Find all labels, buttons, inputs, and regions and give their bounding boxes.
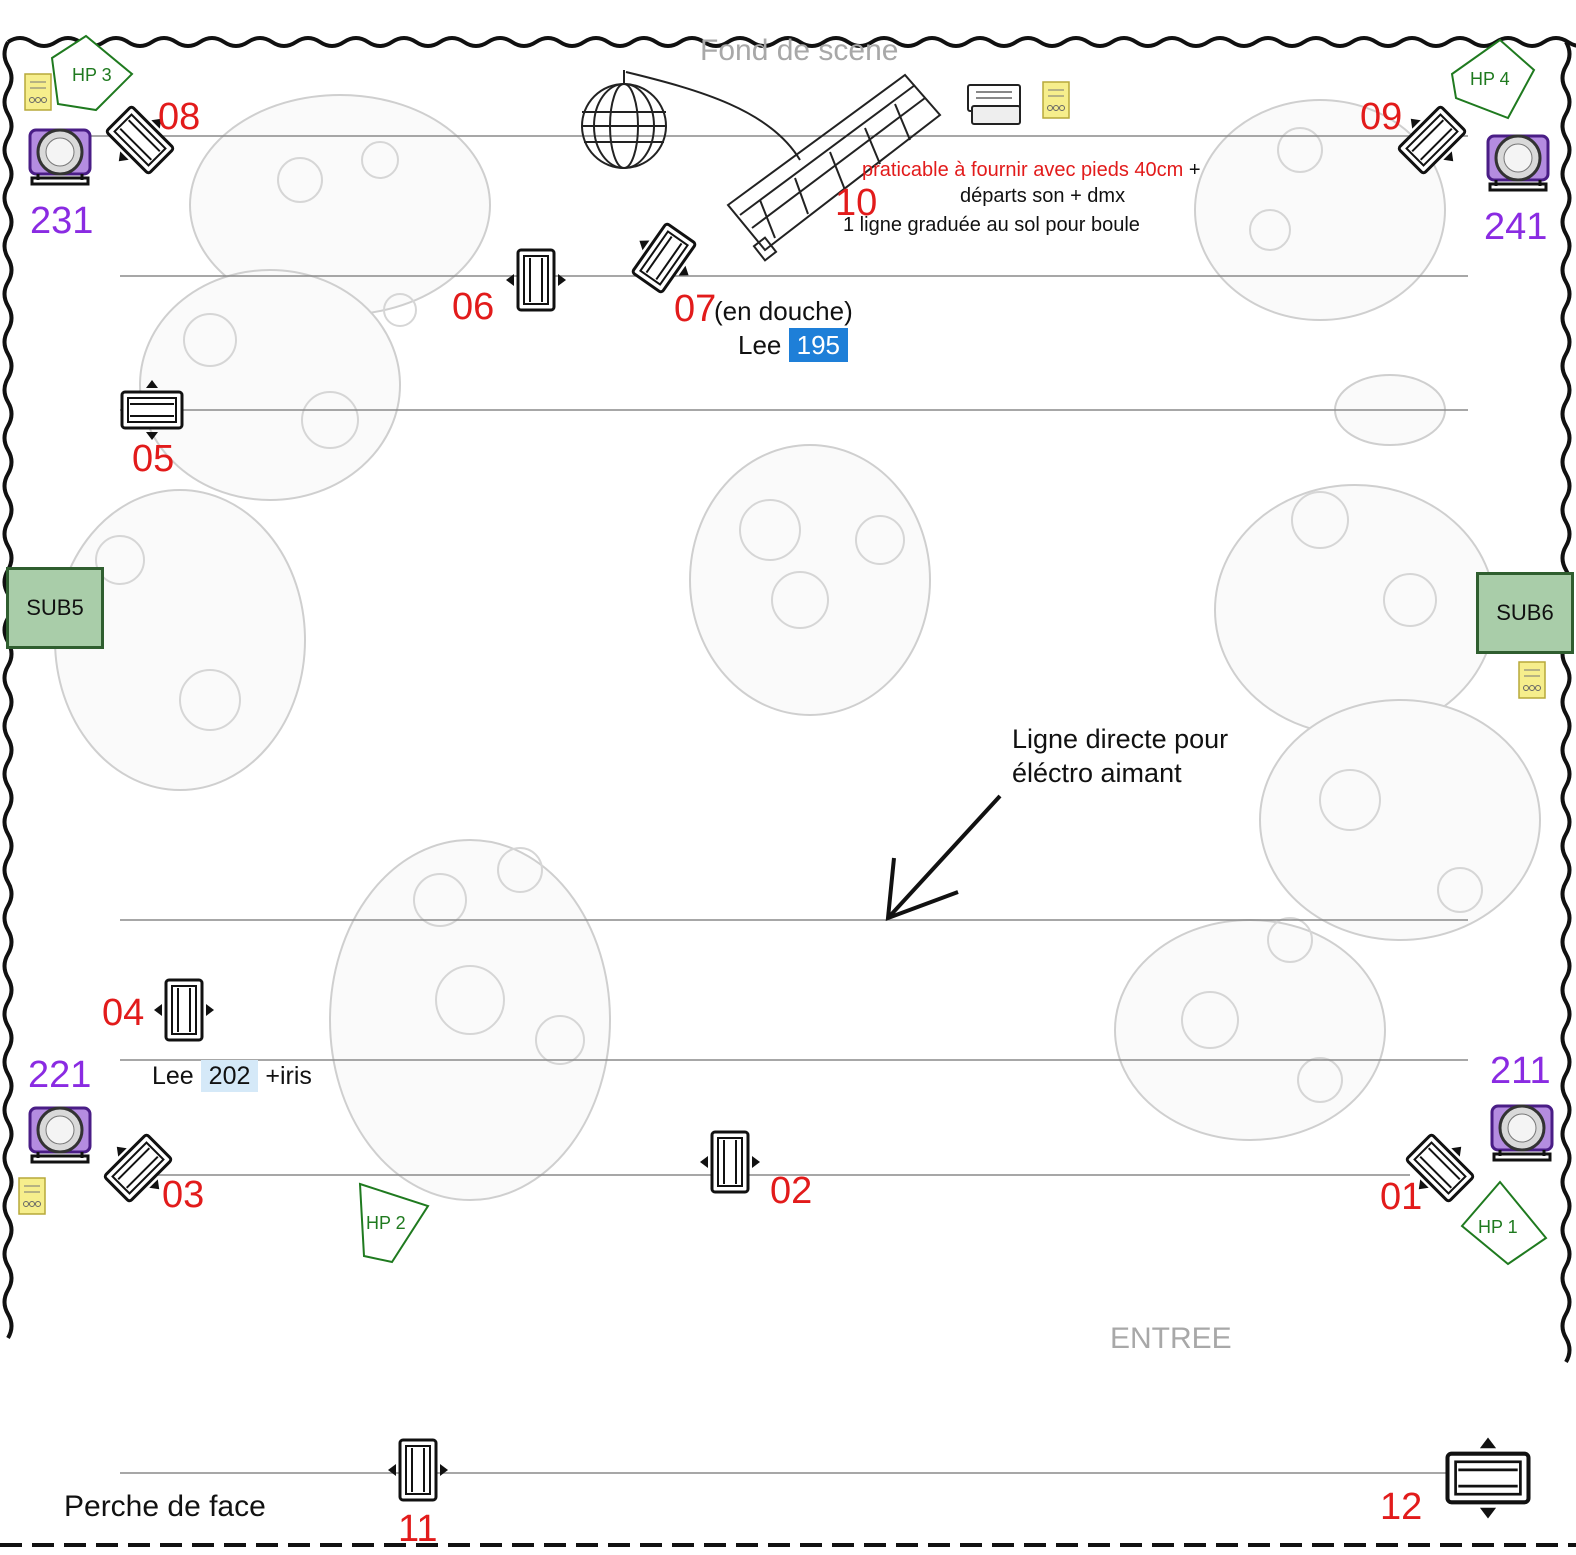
- dmx-box-icon: [1518, 661, 1546, 699]
- truss-riser-icon: [726, 73, 942, 262]
- fixture-number: 04: [102, 992, 145, 1034]
- fixture-number: 09: [1360, 96, 1403, 138]
- entrance-label: ENTREE: [1110, 1322, 1232, 1355]
- fixture-number: 06: [452, 286, 495, 328]
- spotlight-06-icon[interactable]: [504, 248, 568, 312]
- fixture-number: 03: [162, 1174, 205, 1216]
- moving-head-211-icon[interactable]: [1490, 1104, 1554, 1162]
- riser-note: praticable à fournir avec pieds 40cm +: [862, 159, 1201, 181]
- gel-code: 202: [200, 1060, 259, 1092]
- subwoofer-sub5[interactable]: SUB5: [6, 567, 104, 649]
- gel-code: 195: [788, 328, 849, 362]
- subwoofer-sub6[interactable]: SUB6: [1476, 572, 1574, 654]
- riser-note: 1 ligne graduée au sol pour boule: [843, 214, 1140, 236]
- dmx-box-icon: [18, 1177, 46, 1215]
- speaker-hp2-icon[interactable]: [358, 1182, 430, 1264]
- fixture-number: 02: [770, 1170, 813, 1212]
- moving-head-number: 231: [30, 200, 94, 242]
- gel-label: Lee 195: [738, 328, 849, 362]
- direct-line-note: éléctro aimant: [1012, 758, 1182, 788]
- fixture-number: 07: [674, 288, 717, 330]
- spotlight-12-icon[interactable]: [1448, 1438, 1529, 1519]
- spotlight-11-icon[interactable]: [386, 1438, 450, 1502]
- plan-border-right: [1560, 40, 1572, 1364]
- fixture-number: 01: [1380, 1176, 1423, 1218]
- direct-line-note: Ligne directe pour: [1012, 724, 1229, 754]
- speaker-hp3-icon[interactable]: [50, 34, 134, 112]
- speaker-label: HP 3: [72, 65, 112, 85]
- floor-texture: [54, 94, 1541, 1201]
- fixture-number: 05: [132, 438, 175, 480]
- fixture-number: 12: [1380, 1486, 1423, 1528]
- fixture-number: 10: [835, 182, 878, 224]
- dmx-box-icon: [24, 73, 52, 111]
- spotlight-02-icon[interactable]: [698, 1130, 762, 1194]
- speaker-label: HP 4: [1470, 69, 1510, 89]
- arrow-icon: [885, 794, 1002, 921]
- spotlight-04-icon[interactable]: [152, 978, 216, 1042]
- laptop-icon: [967, 84, 1021, 125]
- riser-note: départs son + dmx: [960, 185, 1126, 207]
- moving-head-number: 211: [1490, 1050, 1551, 1092]
- plan-border-left: [2, 40, 14, 1340]
- front-batten-label: Perche de face: [64, 1490, 266, 1523]
- speaker-label: HP 2: [366, 1213, 406, 1233]
- moving-head-231-icon[interactable]: [28, 128, 92, 186]
- moving-head-221-icon[interactable]: [28, 1106, 92, 1164]
- mirror-ball-icon: [581, 70, 801, 169]
- backstage-label: Fond de scene: [700, 34, 899, 67]
- moving-head-number: 221: [28, 1054, 92, 1096]
- speaker-hp4-icon[interactable]: [1450, 38, 1536, 120]
- fixture-number: 08: [158, 96, 201, 138]
- battens: [50, 135, 1468, 1474]
- moving-head-241-icon[interactable]: [1486, 134, 1550, 192]
- plan-border-top: [6, 36, 1576, 48]
- gel-label: Lee 202 +iris: [152, 1060, 312, 1092]
- dmx-box-icon: [1042, 81, 1070, 119]
- speaker-label: HP 1: [1478, 1217, 1518, 1237]
- fixture-number: 11: [398, 1508, 438, 1550]
- fixture-note: (en douche): [714, 296, 853, 326]
- speaker-hp1-icon[interactable]: [1460, 1180, 1548, 1266]
- moving-head-number: 241: [1484, 206, 1548, 248]
